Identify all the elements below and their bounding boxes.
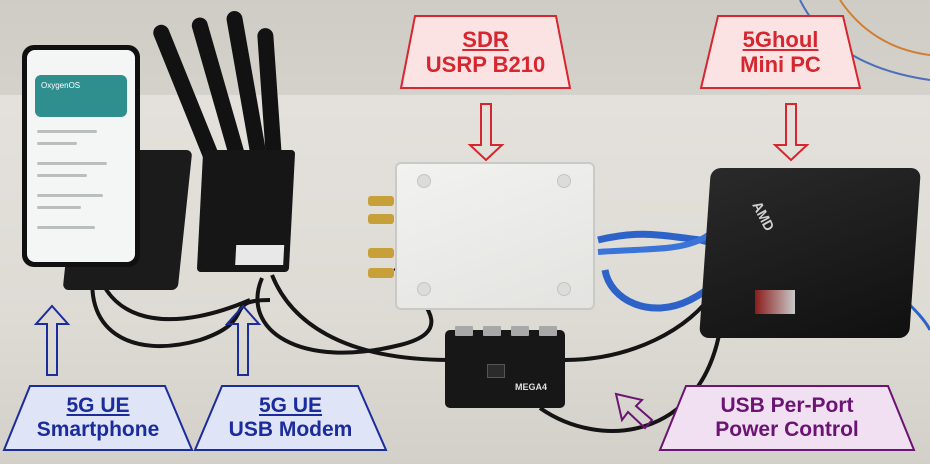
minipc-label: 5Ghoul Mini PC	[701, 16, 860, 88]
hub-chip	[487, 364, 505, 378]
modem-cable	[270, 274, 451, 362]
usb-control-arrow	[614, 392, 654, 430]
phone-text-line	[37, 162, 107, 165]
phone-up-arrow	[33, 304, 71, 376]
hub-bottom-cable	[538, 329, 722, 433]
usb-port	[539, 326, 557, 336]
usrp-b210-enclosure	[395, 162, 595, 310]
enclosure-foot	[417, 174, 431, 188]
minipc-down-arrow	[772, 103, 810, 162]
usb-control-label-box	[658, 385, 916, 451]
sdr-label-box	[399, 15, 572, 89]
sdr-label-subtitle: USRP B210	[425, 52, 546, 77]
usb-control-label: USB Per-Port Power Control	[660, 386, 914, 450]
phone-label-box	[2, 385, 194, 451]
usb-control-line1: USB Per-Port	[720, 393, 854, 417]
enclosure-foot	[417, 282, 431, 296]
minipc-sticker	[755, 290, 795, 314]
sma-connector	[368, 248, 394, 258]
phone-text-line	[37, 142, 77, 145]
sdr-down-arrow	[467, 103, 505, 162]
phone-text-line	[37, 226, 95, 229]
modem-label-title: 5G UE	[258, 393, 323, 417]
phone-text-line	[37, 174, 87, 177]
usb-port	[511, 326, 529, 336]
usb-control-line2: Power Control	[715, 418, 859, 441]
phone-os-name: OxygenOS	[41, 81, 81, 90]
wall-cable-2	[839, 0, 930, 56]
enclosure-foot	[557, 282, 571, 296]
phone-os-banner: OxygenOS	[35, 75, 127, 117]
modem-label-subtitle: USB Modem	[228, 418, 353, 441]
phone-label-subtitle: Smartphone	[36, 418, 160, 441]
blue-ethernet-cable-2	[597, 229, 715, 255]
sdr-label: SDR USRP B210	[401, 16, 570, 88]
modem-label: 5G UE USB Modem	[195, 386, 386, 450]
smartphone: OxygenOS	[22, 45, 140, 267]
enclosure-foot	[557, 174, 571, 188]
minipc-label-subtitle: Mini PC	[740, 52, 821, 77]
sma-connector	[368, 196, 394, 206]
phone-screen: OxygenOS	[27, 50, 135, 262]
phone-text-line	[37, 130, 97, 133]
usb-port	[455, 326, 473, 336]
minipc-label-title: 5Ghoul	[742, 26, 819, 52]
modem-label-box	[193, 385, 388, 451]
sdr-label-title: SDR	[462, 26, 509, 52]
usb-port	[483, 326, 501, 336]
usb-hub-board: MEGA4	[445, 326, 565, 408]
minipc-label-box	[699, 15, 862, 89]
hub-name: MEGA4	[515, 382, 548, 392]
phone-label: 5G UE Smartphone	[4, 386, 192, 450]
sma-connector	[368, 214, 394, 224]
phone-label-title: 5G UE	[66, 393, 130, 417]
phone-text-line	[37, 206, 81, 209]
modem-up-arrow	[224, 304, 262, 376]
phone-text-line	[37, 194, 103, 197]
sma-connector	[368, 268, 394, 278]
